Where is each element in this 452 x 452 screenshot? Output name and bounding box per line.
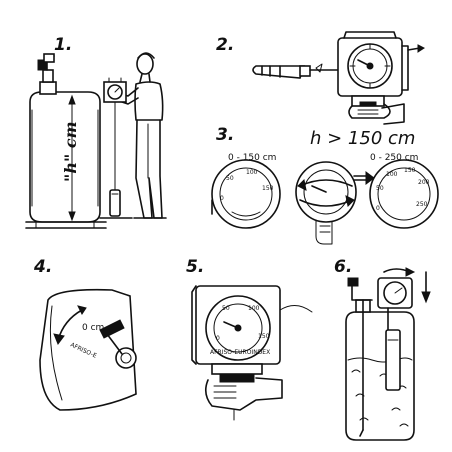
left-tick-50: 50	[226, 175, 234, 182]
panel-4: 4. 0 cm AFRISO-E	[33, 257, 137, 411]
gauge-held	[103, 77, 127, 103]
zero-cm-label: 0 cm	[82, 323, 104, 333]
panel-5: 5. 0 50 100 150 AFRISO-EUROINDEX	[186, 257, 313, 421]
measuring-weight	[99, 101, 133, 219]
dial-0-250: 0 50 100 150 200 250	[369, 159, 439, 229]
panel-3: 3. h > 150 cm 0 - 150 cm 0 - 250 cm 0 50…	[211, 125, 439, 245]
left-range-label: 0 - 150 cm	[228, 153, 276, 163]
dial-0-150: 0 50 100 150	[211, 159, 281, 229]
right-tick-100: 100	[386, 171, 398, 178]
left-tick-150: 150	[262, 185, 274, 192]
p5-tick-150: 150	[258, 333, 270, 340]
right-tick-0: 0	[376, 205, 380, 212]
person-measuring	[119, 52, 167, 219]
left-tick-0: 0	[220, 195, 224, 202]
right-tick-200: 200	[418, 179, 430, 186]
height-condition: h > 150 cm	[310, 128, 415, 149]
p5-tick-100: 100	[248, 305, 260, 312]
arrow-right-icon	[353, 171, 375, 185]
step-number-1: 1.	[54, 35, 72, 55]
step-number-5: 5.	[186, 257, 204, 277]
gauge-adjust	[337, 31, 425, 125]
p5-tick-0: 0	[216, 335, 220, 342]
p5-tick-50: 50	[222, 305, 230, 312]
panel-2: 2.	[216, 31, 425, 125]
panel-6: 6.	[334, 257, 431, 441]
right-tick-150: 150	[404, 167, 416, 174]
height-dimension: "h" cm	[61, 94, 80, 222]
height-label: "h" cm	[61, 121, 80, 182]
gauge-on-tank	[347, 267, 416, 391]
left-tick-100: 100	[246, 169, 258, 176]
tank-section	[345, 299, 415, 441]
step-number-4: 4.	[33, 257, 52, 277]
screwdriver-icon	[252, 63, 355, 79]
step-number-6: 6.	[334, 257, 352, 277]
right-tick-50: 50	[376, 185, 384, 192]
arrow-down-icon	[421, 271, 431, 304]
panel-1: 1. "h" cm	[25, 35, 167, 229]
step-number-3: 3.	[216, 125, 234, 145]
right-range-label: 0 - 250 cm	[370, 153, 418, 163]
dial-rotating	[295, 161, 357, 245]
oil-tank	[25, 69, 107, 229]
brand-label-5: AFRISO-EUROINDEX	[210, 349, 270, 356]
right-tick-250: 250	[416, 201, 428, 208]
tank-gauge-fitting	[37, 53, 55, 71]
dial-closeup: 0 cm AFRISO-E	[39, 288, 137, 411]
step-number-2: 2.	[216, 35, 234, 55]
gauge-front: 0 50 100 150 AFRISO-EUROINDEX	[191, 285, 313, 421]
